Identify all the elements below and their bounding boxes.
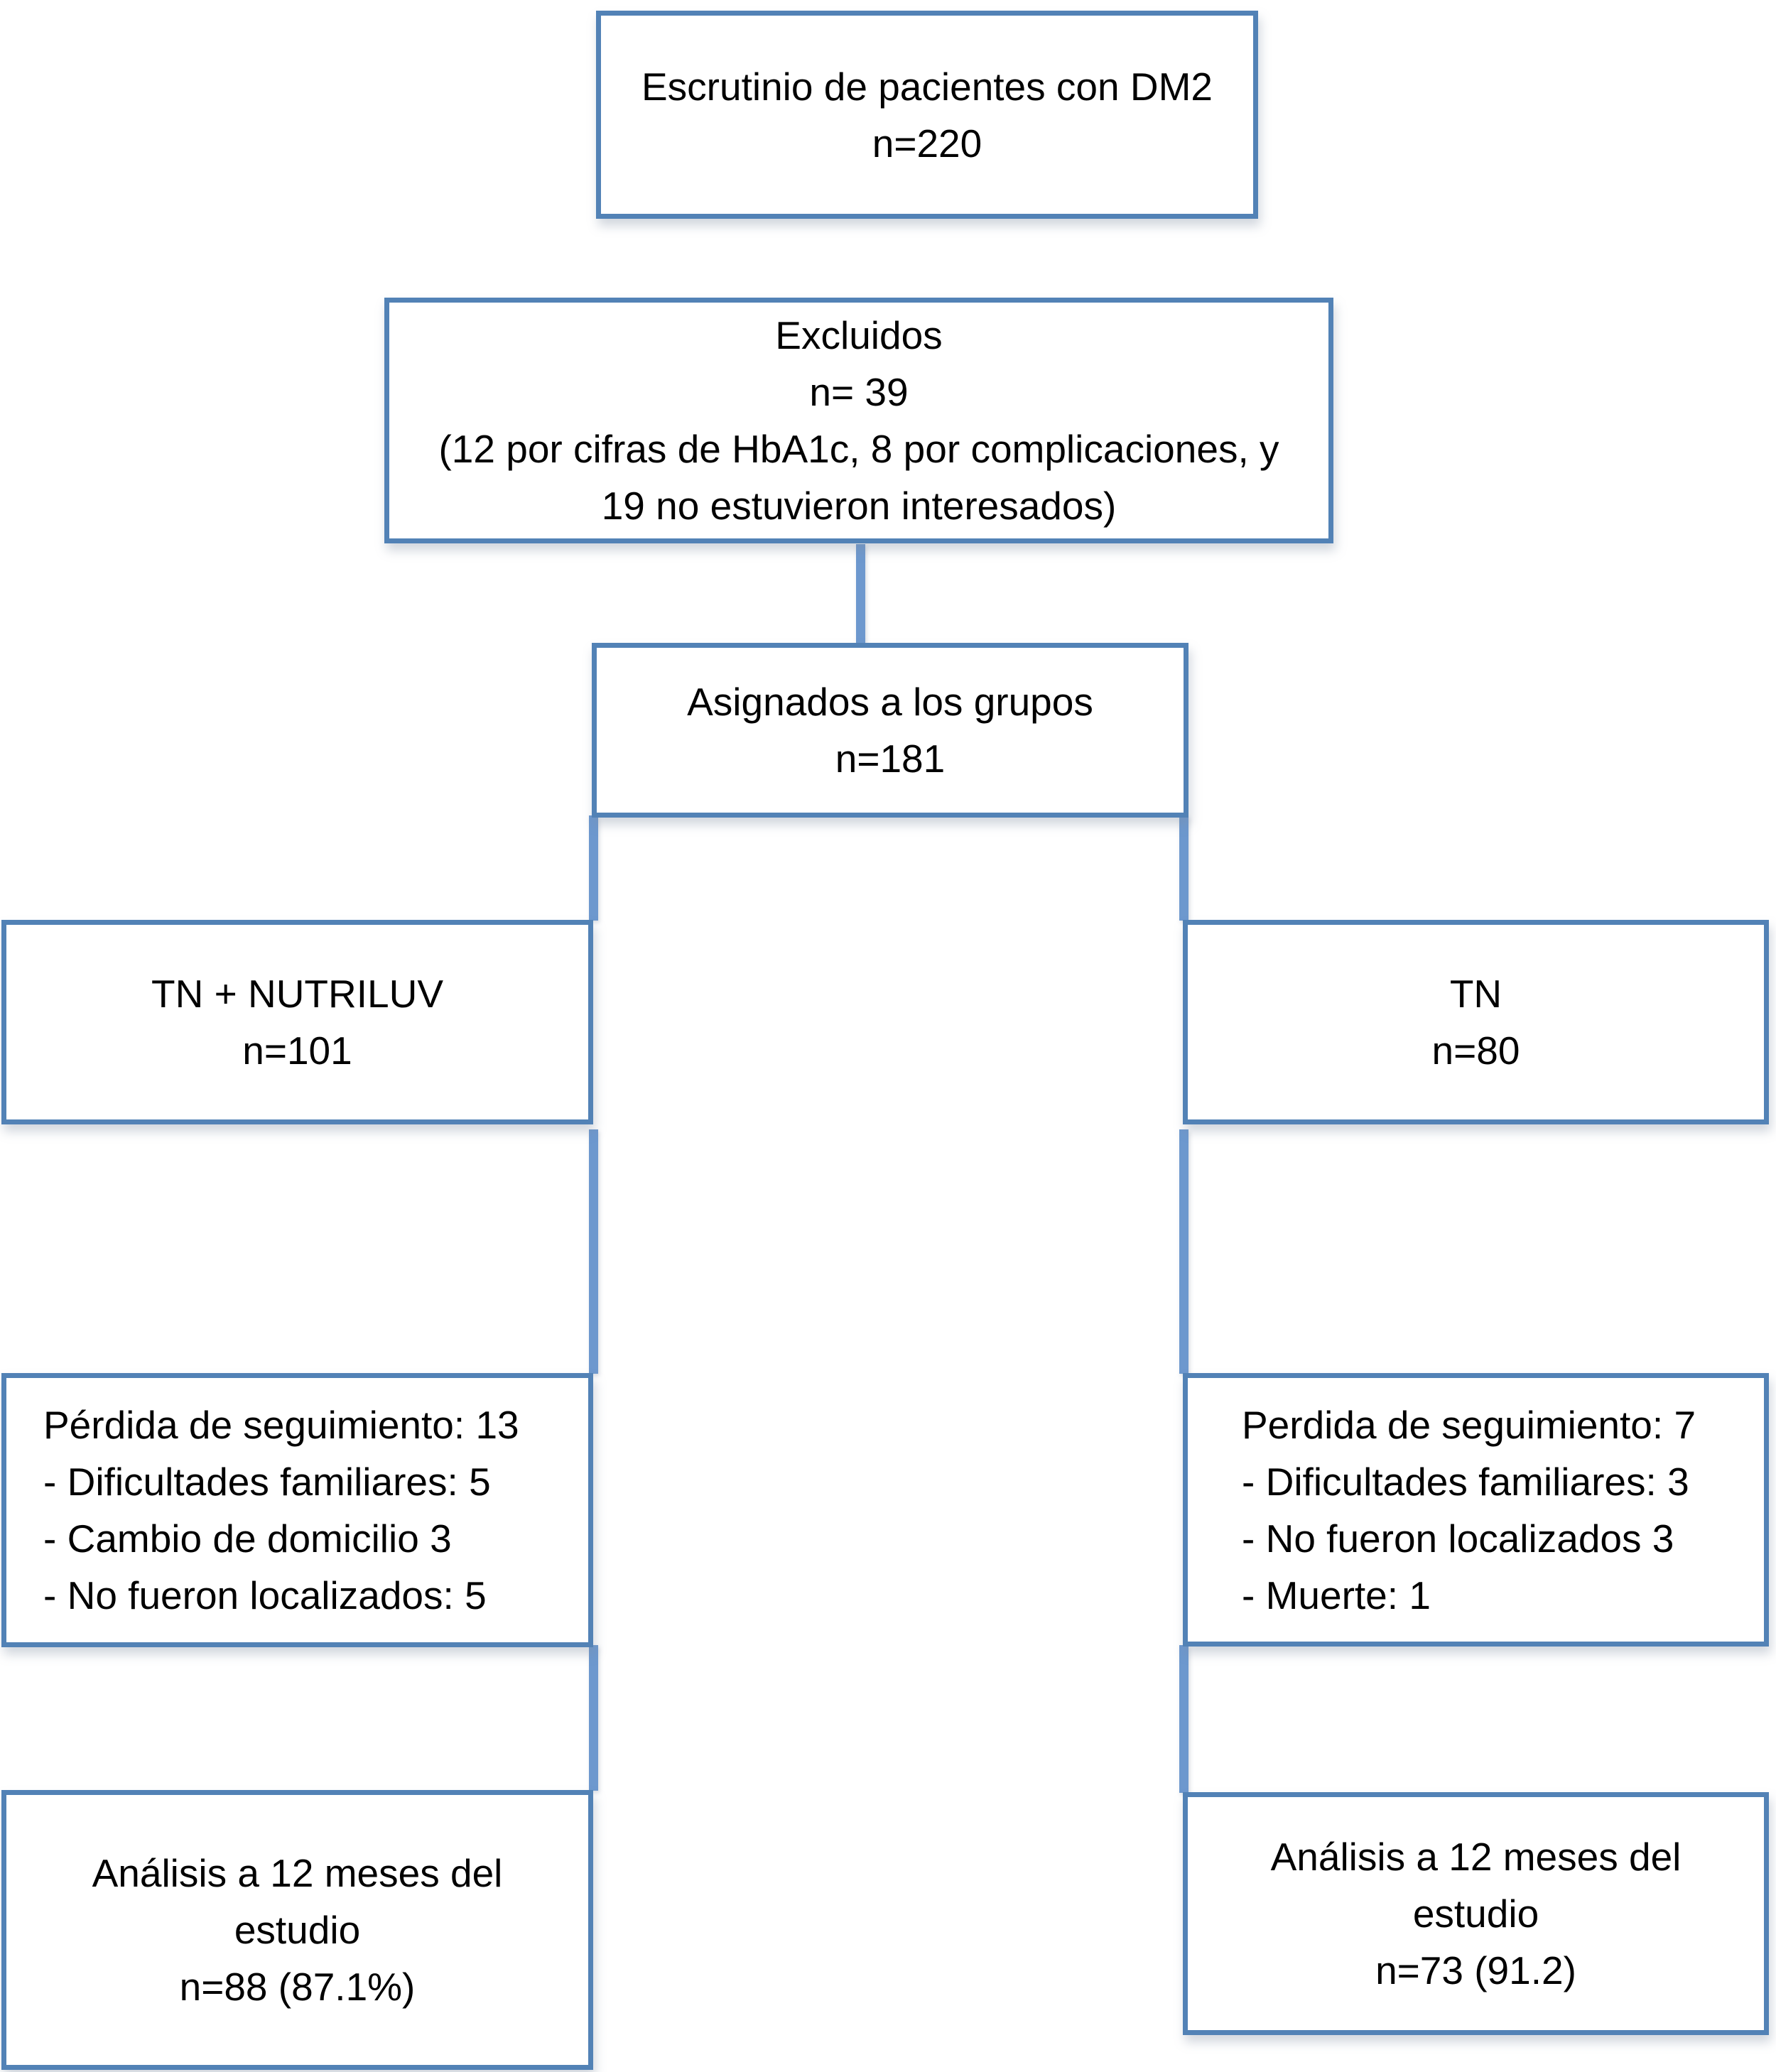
box-text-line: - Dificultades familiares: 5 [43,1460,491,1504]
loss-followup-left-box: Pérdida de seguimiento: 13 - Dificultade… [1,1373,593,1647]
box-text-line: n=220 [872,121,982,166]
excluded-box: Excluidos n= 39 (12 por cifras de HbA1c,… [384,298,1333,543]
box-text-line: Asignados a los grupos [687,680,1093,724]
box-text-line: Escrutinio de pacientes con DM2 [641,64,1213,109]
box-text-line: - Dificultades familiares: 3 [1242,1459,1689,1504]
box-text-line: n=181 [835,737,946,781]
connector-assigned-to-tn-nutriluv [589,815,598,921]
box-text-line: Pérdida de seguimiento: 13 [43,1403,519,1447]
box-text-line: n= 39 [809,370,909,414]
box-text-line: n=101 [242,1029,352,1073]
box-text-line: - No fueron localizados 3 [1242,1516,1674,1561]
box-text-line: estudio [1412,1892,1539,1936]
box-text-line: n=80 [1431,1029,1520,1073]
box-text-line: - Cambio de domicilio 3 [43,1517,452,1561]
box-text-line: 19 no estuvieron interesados) [601,484,1117,528]
box-text-line: - No fueron localizados: 5 [43,1573,487,1617]
connector-tn-nutriluv-to-loss [589,1129,598,1374]
tn-nutriluv-arm-box: TN + NUTRILUV n=101 [1,920,593,1124]
box-text-line: n=73 (91.2) [1375,1948,1576,1992]
box-text-line: Perdida de seguimiento: 7 [1242,1402,1696,1447]
box-text-line: - Muerte: 1 [1242,1573,1431,1617]
box-text-line: Análisis a 12 meses del [92,1851,503,1895]
analysis-left-box: Análisis a 12 meses del estudio n=88 (87… [1,1790,593,2070]
connector-excluded-to-assigned [856,544,865,644]
tn-arm-box: TN n=80 [1183,920,1769,1124]
loss-followup-right-box: Perdida de seguimiento: 7 - Dificultades… [1183,1373,1769,1647]
box-text-line: (12 por cifras de HbA1c, 8 por complicac… [438,427,1279,471]
box-text-line: n=88 (87.1%) [179,1965,416,2009]
connector-loss-to-analysis-left [589,1645,598,1791]
connector-tn-to-loss [1179,1129,1188,1374]
analysis-right-box: Análisis a 12 meses del estudio n=73 (91… [1183,1792,1769,2035]
box-text-line: Análisis a 12 meses del [1270,1835,1682,1879]
assigned-box: Asignados a los grupos n=181 [592,643,1188,818]
box-text-line: TN + NUTRILUV [151,972,444,1016]
box-text-line: estudio [234,1908,361,1952]
box-text-line: Excluidos [775,313,943,357]
connector-loss-to-analysis-right [1179,1645,1188,1793]
box-text-line: TN [1449,972,1502,1016]
screening-box: Escrutinio de pacientes con DM2 n=220 [596,11,1258,219]
connector-assigned-to-tn [1179,815,1188,921]
